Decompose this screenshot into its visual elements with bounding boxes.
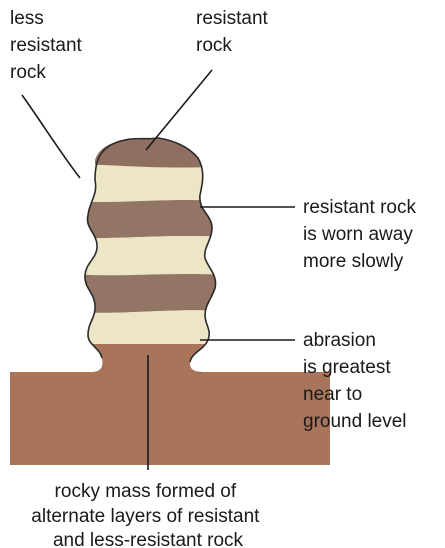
label-rocky-mass: rocky mass formed of alternate layers of… — [31, 481, 264, 548]
label-less-resistant-line-1: less — [10, 8, 44, 29]
label-rocky-mass-line-2: alternate layers of resistant — [31, 506, 260, 527]
leader-less-resistant — [22, 95, 80, 178]
label-rocky-mass-line-1: rocky mass formed of — [55, 481, 237, 502]
label-less-resistant: less resistant rock — [10, 8, 87, 83]
cap-layer — [60, 130, 240, 168]
label-resistant-top-line-2: rock — [196, 35, 232, 56]
less-resistant-layer-2 — [60, 236, 240, 276]
label-worn-slowly-line-1: resistant rock — [303, 197, 416, 218]
label-rocky-mass-line-3: and less-resistant rock — [53, 530, 244, 548]
label-worn-slowly-line-2: is worn away — [303, 224, 413, 245]
rock-pillar — [60, 130, 240, 384]
label-less-resistant-line-2: resistant — [10, 35, 83, 56]
label-worn-slowly-line-3: more slowly — [303, 251, 404, 272]
leader-resistant-top — [146, 70, 212, 150]
label-worn-slowly: resistant rock is worn away more slowly — [303, 197, 421, 272]
label-resistant-top: resistant rock — [196, 8, 273, 56]
less-resistant-layer-3 — [60, 310, 240, 348]
label-less-resistant-line-3: rock — [10, 62, 46, 83]
label-abrasion-line-4: ground level — [303, 411, 407, 432]
label-abrasion-line-1: abrasion — [303, 330, 376, 351]
label-abrasion-line-2: is greatest — [303, 357, 391, 378]
label-abrasion-line-3: near to — [303, 384, 362, 405]
label-resistant-top-line-1: resistant — [196, 8, 269, 29]
ground-block — [10, 358, 330, 465]
less-resistant-layer-1 — [60, 164, 240, 202]
